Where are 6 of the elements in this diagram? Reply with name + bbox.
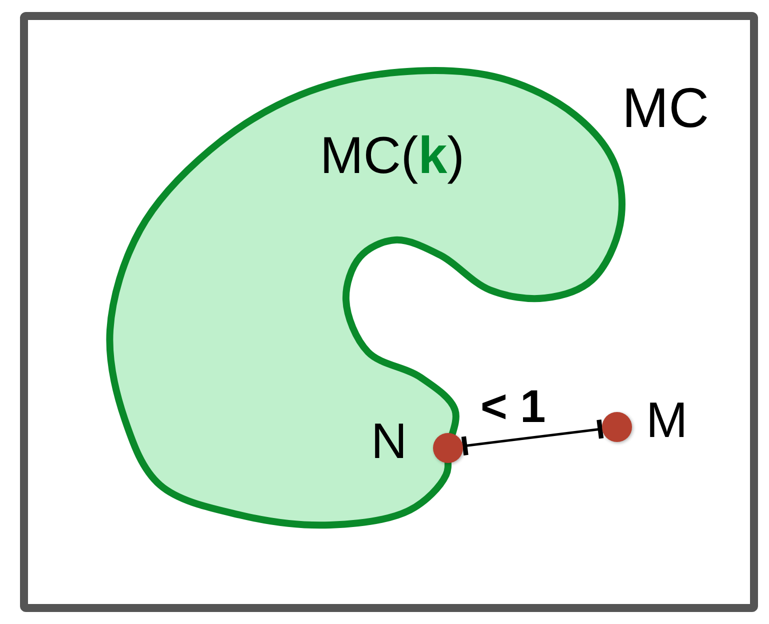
point-label: M — [646, 395, 688, 445]
measure-line — [461, 420, 604, 456]
region-label: MC — [622, 80, 710, 136]
frame-box — [20, 12, 758, 612]
region-label: MC(k) — [320, 130, 464, 182]
point-label: N — [371, 416, 408, 466]
